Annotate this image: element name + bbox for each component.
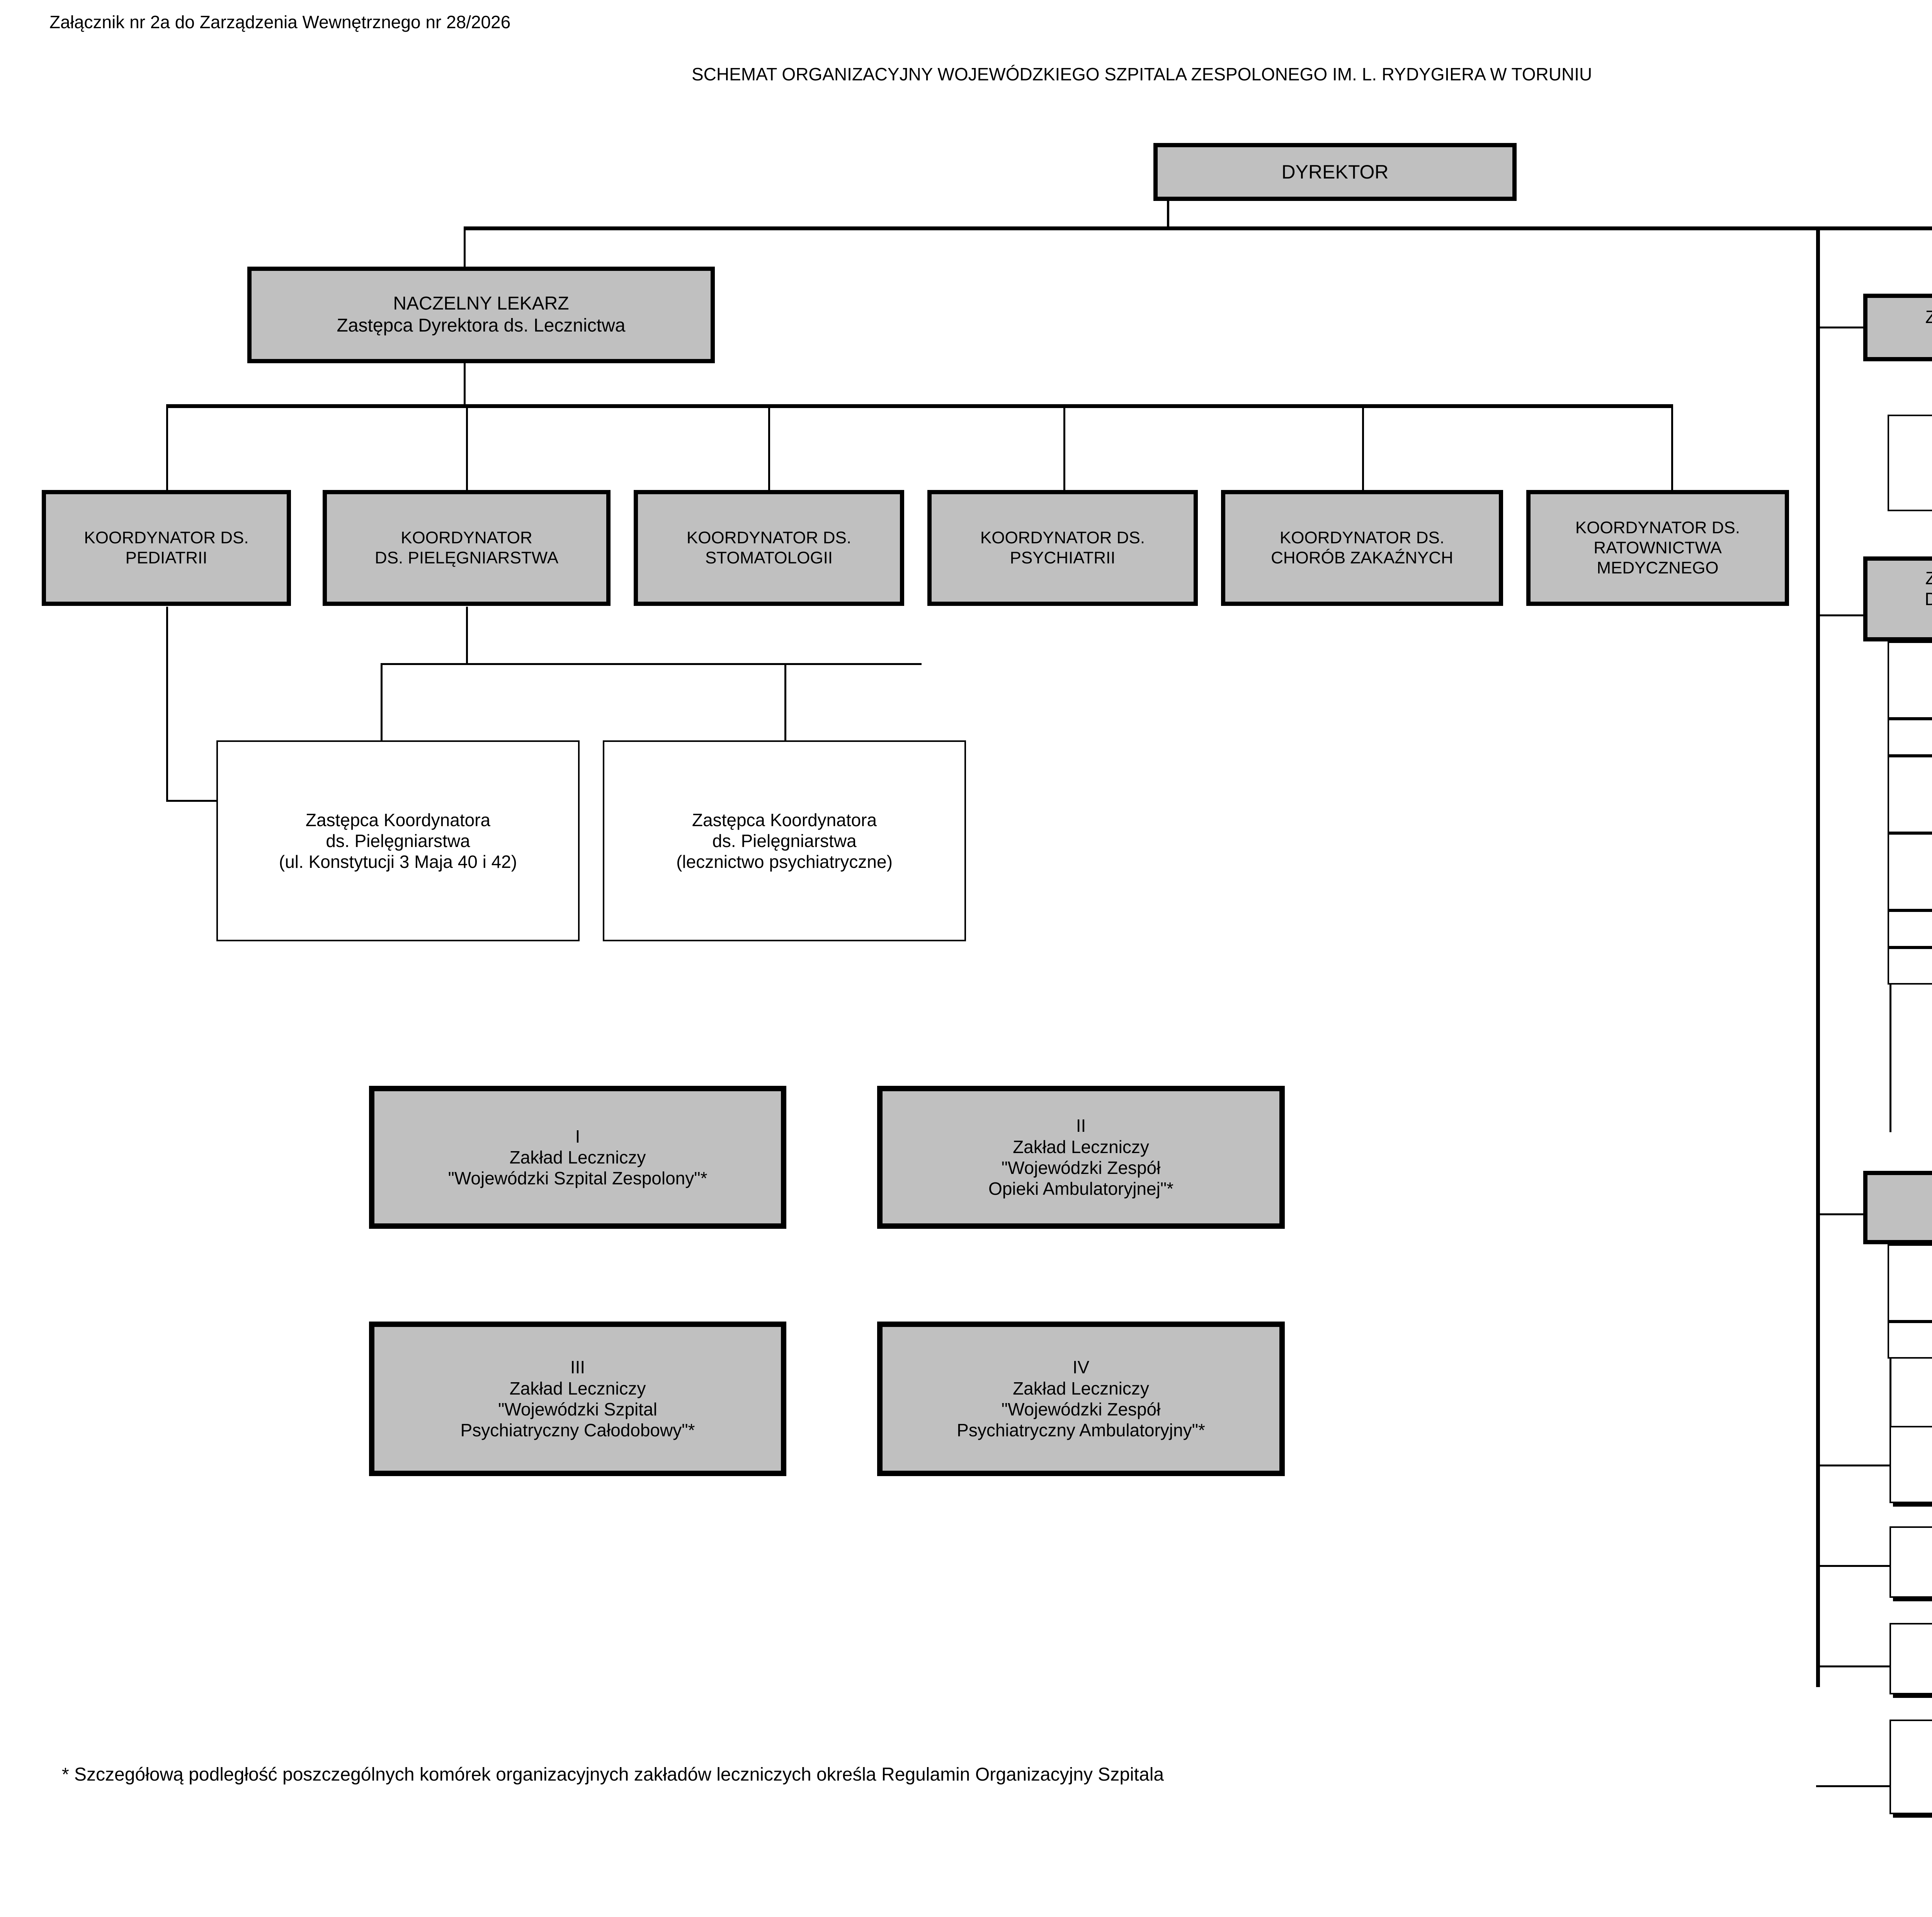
coordinator-4-line2: PSYCHIATRII [1010, 548, 1116, 567]
connector-elbow-clinical-trials [1816, 1785, 1891, 1787]
treatment-unit-2-line3: Opieki Ambulatoryjnej"* [988, 1179, 1174, 1199]
treatment-unit-2-line1: Zakład Leczniczy [1013, 1136, 1149, 1157]
coordinator-1-line2: PEDIATRII [125, 548, 207, 567]
coordinator-3-line1: KOORDYNATOR DS. [686, 528, 852, 548]
treatment-unit-2-box[interactable]: II Zakład Leczniczy "Wojewódzki Zespół O… [877, 1086, 1285, 1229]
treatment-unit-4-roman: IV [1072, 1357, 1090, 1378]
dept-admin-economic-box[interactable]: Dział Administracyjno- Gospodarczy [1888, 641, 1932, 719]
coordinator-6-line1: KOORDYNATOR DS. [1575, 518, 1740, 538]
dept-transport-radio-it-box[interactable]: Dział Transportu, Łączności Radiowej i I… [1888, 833, 1932, 910]
connector-deputy-nurse-1 [381, 663, 383, 740]
treatment-unit-1-roman: I [575, 1126, 580, 1146]
coordinator-psychiatry-box[interactable]: KOORDYNATOR DS. PSYCHIATRII [927, 490, 1198, 606]
dept-investments-box[interactable]: Dział ds. Inwestycji [1888, 947, 1932, 985]
treatment-unit-4-line2: "Wojewódzki Zespół [1001, 1399, 1161, 1419]
coordinator-5-line1: KOORDYNATOR DS. [1279, 528, 1445, 548]
deputy-coord-1-line3: (ul. Konstytucji 3 Maja 40 i 42) [279, 852, 517, 872]
connector-elbow-deputy-admin [1816, 614, 1866, 616]
dept-technical-box[interactable]: Dział Techniczny [1888, 719, 1932, 756]
page-title: SCHEMAT ORGANIZACYJNY WOJEWÓDZKIEGO SZPI… [692, 64, 1592, 84]
connector-coordinator-bus [166, 404, 1673, 408]
connector-to-chief-physician [464, 226, 466, 269]
connector-pediatrics-down [166, 607, 168, 800]
social-worker-box[interactable]: Pracownik Socjalny [1889, 1526, 1932, 1598]
treatment-unit-3-line1: Zakład Leczniczy [509, 1378, 646, 1398]
connector-deputy-nurse-2 [784, 663, 786, 740]
coordinator-1-line1: KOORDYNATOR DS. [84, 528, 249, 548]
dept-quality-management-box[interactable]: Dział Zarządzania Jakością [1889, 1426, 1932, 1503]
coordinator-6-line3: MEDYCZNEGO [1597, 558, 1719, 577]
chief-physician-line2: Zastępca Dyrektora ds. Lecznictwa [337, 315, 626, 336]
coordinator-emergency-box[interactable]: KOORDYNATOR DS. RATOWNICTWA MEDYCZNEGO [1526, 490, 1789, 606]
coordinator-dentistry-box[interactable]: KOORDYNATOR DS. STOMATOLOGII [634, 490, 904, 606]
treatment-unit-3-line3: Psychiatryczny Całodobowy"* [460, 1420, 695, 1441]
treatment-unit-1-box[interactable]: I Zakład Leczniczy "Wojewódzki Szpital Z… [369, 1086, 786, 1229]
connector-coord-drop-1 [166, 404, 168, 490]
treatment-unit-1-line2: "Wojewódzki Szpital Zespolony"* [448, 1168, 707, 1189]
deputy-finance-line1: ZASTĘPCA DYREKTORA [1925, 307, 1932, 327]
chief-physician-box[interactable]: NACZELNY LEKARZ Zastępca Dyrektora ds. L… [247, 267, 715, 363]
treatment-unit-2-roman: II [1076, 1116, 1086, 1136]
coordinator-pediatrics-box[interactable]: KOORDYNATOR DS. PEDIATRII [42, 490, 291, 606]
treatment-unit-4-line3: Psychiatryczny Ambulatoryjny"* [957, 1420, 1205, 1441]
footnote-text: * Szczegółową podległość poszczególnych … [62, 1764, 1164, 1785]
connector-nursing-bus [381, 663, 922, 665]
connector-nursing-stem [466, 607, 468, 665]
connector-coord-drop-4 [1063, 404, 1065, 490]
treatment-unit-4-box[interactable]: IV Zakład Leczniczy "Wojewódzki Zespół P… [877, 1322, 1285, 1476]
connector-elbow-chief-accountant [1816, 1213, 1866, 1215]
connector-coord-drop-6 [1671, 404, 1673, 490]
coordinator-5-line2: CHORÓB ZAKAŹNYCH [1271, 548, 1453, 567]
dept-economic-financial-box[interactable]: Dział Ekonomiczno- Finansowy [1888, 1244, 1932, 1322]
management-control-officer-box[interactable]: Pełnomocnik ds. Kontroli Zarządczej [1889, 1623, 1932, 1694]
connector-elbow-social-worker [1816, 1565, 1891, 1567]
director-box[interactable]: DYREKTOR [1153, 143, 1517, 201]
deputy-coord-1-line2: ds. Pielęgniarstwa [326, 830, 470, 851]
deputy-admin-line2: DS. ADMINISTRACYJNO- [1925, 589, 1932, 609]
connector-elbow-deputy-finance [1816, 327, 1866, 328]
coordinator-6-line2: RATOWNICTWA [1594, 538, 1722, 558]
coordinator-nursing-box[interactable]: KOORDYNATOR DS. PIELĘGNIARSTWA [323, 490, 611, 606]
deputy-coord-2-line3: (lecznictwo psychiatryczne) [676, 852, 893, 872]
treatment-unit-4-line1: Zakład Leczniczy [1013, 1378, 1149, 1398]
deputy-coord-2-line1: Zastępca Koordynatora [692, 810, 877, 830]
coordinator-3-line2: STOMATOLOGII [705, 548, 833, 567]
director-label: DYREKTOR [1281, 161, 1389, 183]
connector-coord-drop-2 [466, 404, 468, 490]
treatment-unit-3-roman: III [570, 1357, 585, 1378]
connector-pediatrics-elbow [166, 800, 216, 802]
coordinator-2-line2: DS. PIELĘGNIARSTWA [374, 548, 559, 567]
connector-director-bus [464, 226, 1932, 230]
connector-elbow-control-officer [1816, 1665, 1891, 1667]
deputy-director-finance-box[interactable]: ZASTĘPCA DYREKTORA DS. FINANSOWYCH [1863, 294, 1932, 361]
connector-coord-drop-5 [1362, 404, 1364, 490]
dept-nutrition-box[interactable]: Dział Żywienia [1888, 910, 1932, 947]
coordinator-infectious-box[interactable]: KOORDYNATOR DS. CHORÓB ZAKAŹNYCH [1221, 490, 1503, 606]
connector-middle-spine [1816, 226, 1820, 1687]
deputy-coordinator-nursing-2-box[interactable]: Zastępca Koordynatora ds. Pielęgniarstwa… [603, 740, 966, 941]
deputy-coord-2-line2: ds. Pielęgniarstwa [712, 830, 857, 851]
clinical-trials-officer-box[interactable]: Pełnomocnik ds. Koordynacji Badań Klinic… [1889, 1720, 1932, 1814]
dept-public-procurement-box[interactable]: Dział Zamówień Publicznych i Zaopatrzeni… [1888, 756, 1932, 833]
deputy-director-admin-box[interactable]: ZASTĘPCA DYREKTORA DS. ADMINISTRACYJNO- … [1863, 556, 1932, 641]
connector-coord-drop-3 [768, 404, 770, 490]
deputy-coord-1-line1: Zastępca Koordynatora [305, 810, 491, 830]
coordinator-4-line1: KOORDYNATOR DS. [980, 528, 1145, 548]
deputy-coordinator-nursing-1-box[interactable]: Zastępca Koordynatora ds. Pielęgniarstwa… [216, 740, 580, 941]
dept-project-coordination-box[interactable]: Dział Koordynacji Projektów i Controllin… [1888, 415, 1932, 511]
connector-elbow-quality [1816, 1465, 1891, 1466]
deputy-admin-line1: ZASTĘPCA DYREKTORA [1925, 568, 1932, 588]
chief-accountant-box[interactable]: GŁÓWNY KSIĘGOWY [1863, 1171, 1932, 1244]
attachment-note: Załącznik nr 2a do Zarządzenia Wewnętrzn… [49, 12, 511, 32]
connector-director-stem [1167, 197, 1169, 228]
treatment-unit-3-box[interactable]: III Zakład Leczniczy "Wojewódzki Szpital… [369, 1322, 786, 1476]
coordinator-2-line1: KOORDYNATOR [401, 528, 532, 548]
chief-physician-line1: NACZELNY LEKARZ [393, 293, 569, 314]
connector-chief-physician-stem [464, 363, 466, 406]
dept-payroll-box[interactable]: Dział Wynagrodzeń [1888, 1322, 1932, 1359]
treatment-unit-1-line1: Zakład Leczniczy [509, 1147, 646, 1167]
treatment-unit-3-line2: "Wojewódzki Szpital [498, 1399, 657, 1419]
treatment-unit-2-line2: "Wojewódzki Zespół [1001, 1158, 1161, 1178]
